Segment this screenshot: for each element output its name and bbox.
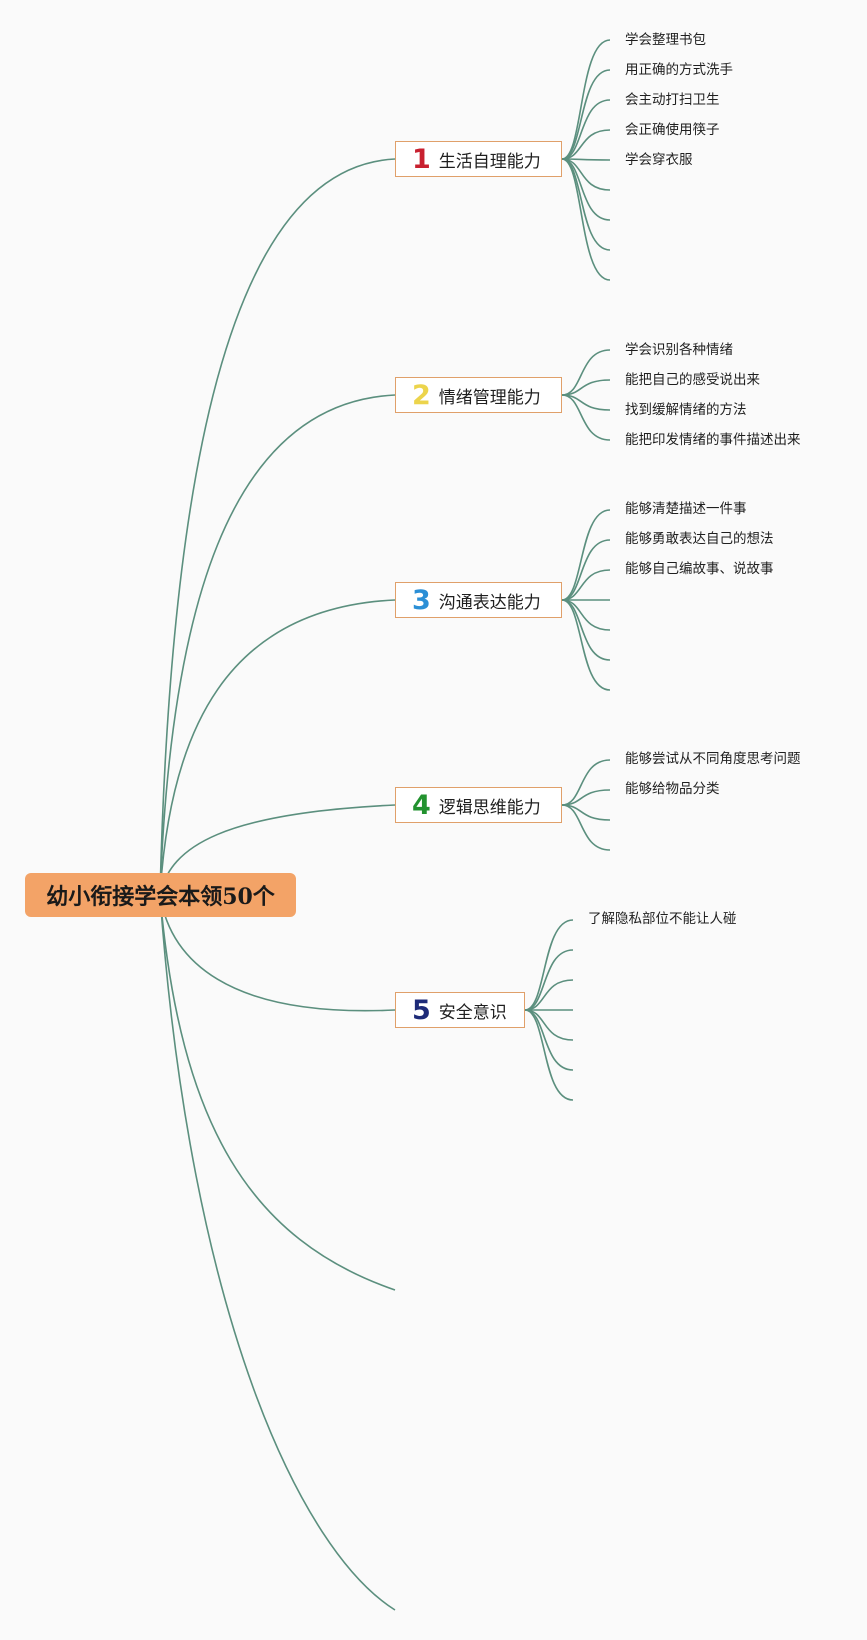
- branch-label: 逻辑思维能力: [438, 797, 541, 818]
- branch-label: 生活自理能力: [438, 151, 541, 172]
- branch-3-leaf-line-7: [561, 599, 611, 691]
- branch-number-2: 2: [412, 379, 431, 411]
- branch-2-leaf-line-1: [561, 349, 611, 396]
- root-extra-branch: [159, 894, 396, 1611]
- branch-number-1: 1: [412, 143, 431, 175]
- leaf-item: 了解隐私部位不能让人碰: [588, 911, 737, 927]
- branch-1-leaf-line-1: [561, 39, 611, 160]
- branch-5-leaf-line-2: [524, 949, 574, 1011]
- leaf-item: 学会整理书包: [625, 32, 706, 48]
- branch-5-leaf-line-1: [524, 919, 574, 1011]
- branch-3-leaf-line-2: [561, 539, 611, 601]
- root-to-branch-2: [159, 394, 396, 896]
- leaf-item: 能够勇敢表达自己的想法: [625, 531, 774, 547]
- branch-safety-awareness[interactable]: 5 安全意识: [395, 992, 525, 1028]
- branch-number-4: 4: [412, 789, 431, 821]
- root-extra-branch: [159, 894, 396, 1291]
- leaf-item: 学会穿衣服: [625, 152, 693, 168]
- leaf-item: 用正确的方式洗手: [625, 62, 733, 78]
- branch-2-leaf-line-4: [561, 394, 611, 441]
- root-to-branch-5: [159, 894, 396, 1012]
- root-to-branch-1: [159, 158, 396, 896]
- leaf-item: 找到缓解情绪的方法: [625, 402, 747, 418]
- branch-label: 安全意识: [438, 1002, 507, 1023]
- branch-number-5: 5: [412, 994, 431, 1026]
- leaf-item: 能够清楚描述一件事: [625, 501, 747, 517]
- leaf-item: 学会识别各种情绪: [625, 342, 733, 358]
- branch-1-leaf-line-4: [561, 129, 611, 160]
- branch-logical-thinking[interactable]: 4 逻辑思维能力: [395, 787, 562, 823]
- branch-1-leaf-line-2: [561, 69, 611, 160]
- root-to-branch-3: [159, 599, 396, 896]
- branch-5-leaf-line-3: [524, 979, 574, 1011]
- branch-label: 沟通表达能力: [438, 592, 541, 613]
- branch-number-3: 3: [412, 584, 431, 616]
- leaf-item: 能够自己编故事、说故事: [625, 561, 774, 577]
- branch-3-leaf-line-3: [561, 569, 611, 601]
- branch-label: 情绪管理能力: [438, 387, 541, 408]
- root-label: 幼小衔接学会本领50个: [46, 884, 275, 910]
- branch-4-leaf-line-4: [561, 804, 611, 851]
- root-node[interactable]: 幼小衔接学会本领50个: [25, 873, 296, 917]
- leaf-item: 会正确使用筷子: [625, 122, 720, 138]
- leaf-item: 能把印发情绪的事件描述出来: [625, 432, 801, 448]
- leaf-item: 能够给物品分类: [625, 781, 720, 797]
- branch-5-leaf-line-7: [524, 1009, 574, 1101]
- branch-emotion-management[interactable]: 2 情绪管理能力: [395, 377, 562, 413]
- leaf-item: 能够尝试从不同角度思考问题: [625, 751, 801, 767]
- branch-3-leaf-line-1: [561, 509, 611, 601]
- branch-4-leaf-line-1: [561, 759, 611, 806]
- branch-communication[interactable]: 3 沟通表达能力: [395, 582, 562, 618]
- leaf-item: 能把自己的感受说出来: [625, 372, 760, 388]
- leaf-item: 会主动打扫卫生: [625, 92, 720, 108]
- branch-life-skills[interactable]: 1 生活自理能力: [395, 141, 562, 177]
- branch-1-leaf-line-3: [561, 99, 611, 160]
- branch-1-leaf-line-9: [561, 158, 611, 281]
